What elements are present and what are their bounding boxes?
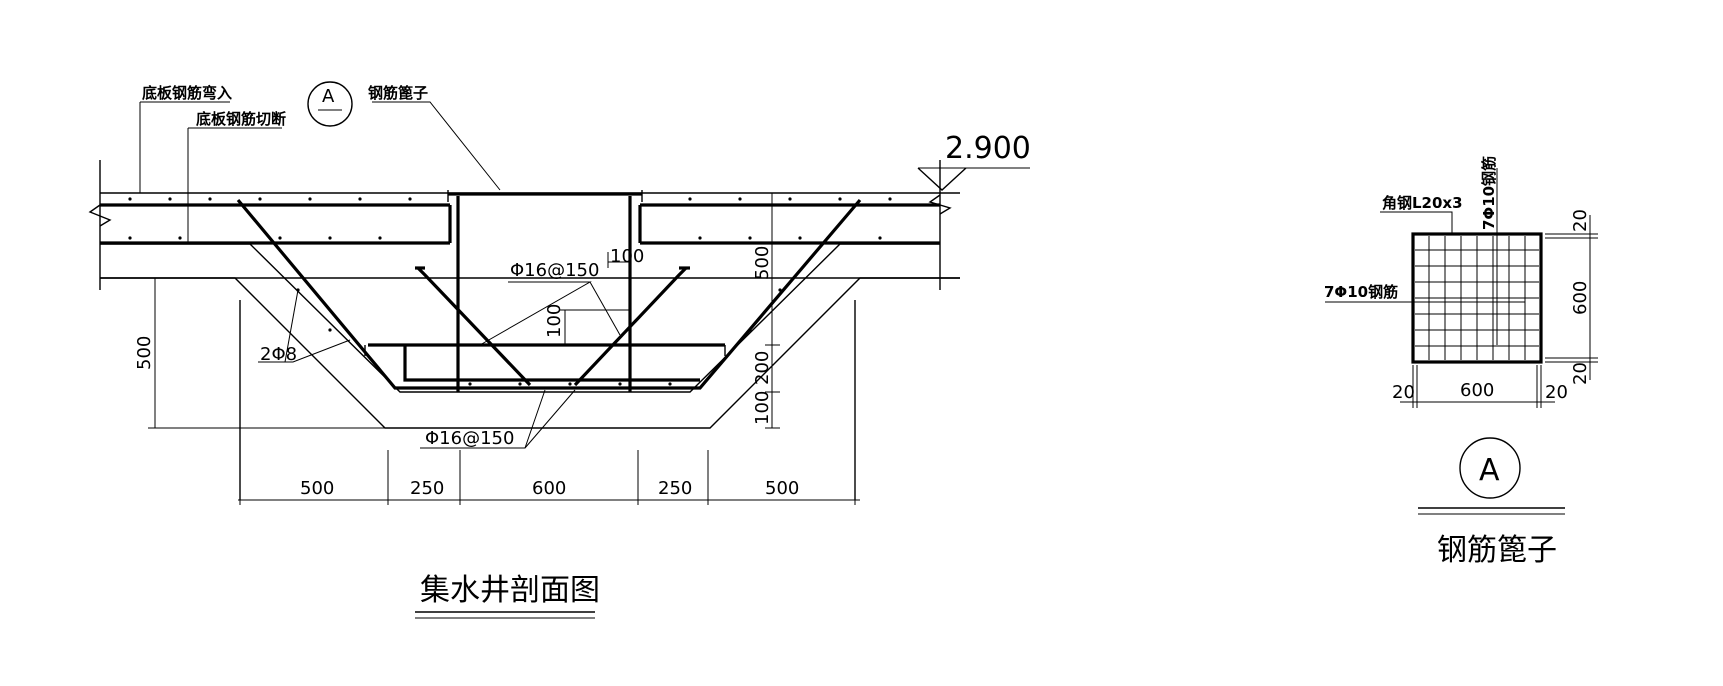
cage-opening	[447, 190, 643, 392]
cage-reference-bubble: A	[307, 81, 353, 127]
label-rebar-upper: Φ16@150	[510, 260, 599, 281]
dim-detail-side: 600	[1570, 281, 1591, 315]
detail-title: 钢筋篦子	[1437, 533, 1557, 568]
label-rebar-side: 2Φ8	[260, 344, 297, 365]
bottom-dim-4: 250	[658, 478, 692, 499]
bottom-dim-5: 500	[765, 478, 799, 499]
bottom-dim-2: 250	[410, 478, 444, 499]
label-floor-bar-bent: 底板钢筋弯入	[142, 84, 232, 102]
label-rebar-lower: Φ16@150	[425, 428, 514, 449]
detail-right-dimensions	[1545, 215, 1598, 380]
leader-lines	[139, 101, 621, 449]
dim-detail-bottom-left: 20	[1392, 382, 1415, 403]
dim-100-mid: 100	[544, 304, 565, 338]
vertical-dimensions	[148, 193, 780, 429]
label-bars-horizontal: 7Φ10钢筋	[1324, 283, 1398, 301]
cage-frame	[1411, 232, 1543, 364]
detail-leaders	[1325, 168, 1525, 345]
dim-500-right: 500	[752, 246, 773, 280]
elevation-marker	[917, 167, 1030, 191]
detail-bottom-dimensions	[1400, 365, 1555, 408]
label-cage-ref: 钢筋篦子	[368, 84, 428, 102]
dim-200: 200	[752, 351, 773, 385]
label-floor-bar-cut: 底板钢筋切断	[196, 110, 286, 128]
bottom-dimensions	[238, 450, 860, 505]
dim-500-left: 500	[134, 336, 155, 370]
svg-text:A: A	[322, 86, 335, 107]
rebar-dots	[128, 197, 892, 386]
dim-100-bottom: 100	[752, 391, 773, 425]
sump-section-view: 底板钢筋弯入 底板钢筋切断 A 钢筋篦子 2.900 Φ16@150 Φ16@1…	[88, 81, 1031, 619]
detail-reference-bubble: A	[1459, 437, 1521, 499]
dim-detail-right-small: 20	[1545, 382, 1568, 403]
dim-detail-top: 20	[1570, 209, 1591, 232]
bottom-dim-1: 500	[300, 478, 334, 499]
section-title: 集水井剖面图	[420, 573, 600, 608]
label-angle-steel: 角钢L20x3	[1382, 194, 1463, 212]
dim-detail-bottom-right: 20	[1570, 362, 1591, 385]
dim-100-top: 100	[610, 246, 644, 267]
elevation-value: 2.900	[945, 131, 1031, 166]
bottom-dim-3: 600	[532, 478, 566, 499]
slab-rebar	[100, 203, 940, 245]
cage-grid	[1415, 236, 1539, 360]
svg-text:A: A	[1479, 453, 1500, 488]
dim-detail-width: 600	[1460, 380, 1494, 401]
cage-detail-view: 角钢L20x3 7Φ10钢筋 7Φ10钢筋 20 600 20 20 600 2…	[1324, 156, 1598, 568]
pit-rebar	[236, 198, 862, 390]
label-bars-vertical: 7Φ10钢筋	[1480, 156, 1498, 230]
